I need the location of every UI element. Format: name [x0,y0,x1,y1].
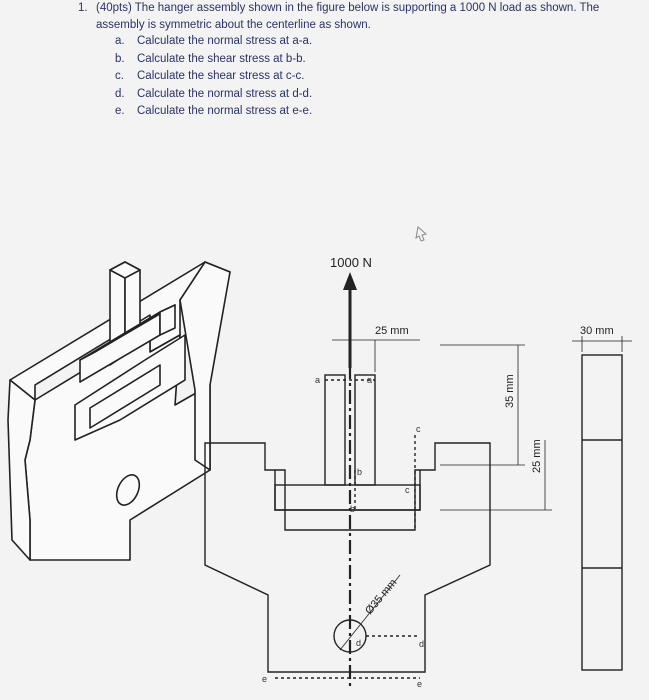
part-text: Calculate the shear stress at c-c. [137,70,305,82]
part-c: c. Calculate the shear stress at c-c. [115,68,312,86]
question-parts: a. Calculate the normal stress at a-a. b.… [115,33,312,121]
side-view-outline [581,354,623,671]
label-c-top: c [416,424,421,434]
cursor-icon [415,226,428,242]
part-a: a. Calculate the normal stress at a-a. [115,33,312,51]
part-label: d. [115,87,125,100]
t-stem [324,374,346,486]
load-label: 1000 N [330,255,372,270]
part-text: Calculate the shear stress at b-b. [137,52,306,65]
part-text: Calculate the normal stress at a-a. [137,35,313,47]
t-stem-top [109,261,141,279]
load-arrowhead [343,272,357,290]
dim-25-label: 25 mm [531,439,543,473]
label-b-bottom: b [350,504,355,514]
part-label: e. [115,105,125,117]
label-c-bottom: c [405,485,410,495]
t-crossbar [274,484,421,511]
hole-dim-leader [339,574,401,651]
part-label: c. [115,70,124,82]
plate-right-edge [179,261,231,471]
t-bar-side [159,304,176,336]
dim-top-label: 25 mm [375,325,409,337]
question-number: 1. [78,2,88,14]
label-e-left: e [262,674,267,684]
part-text: Calculate the normal stress at e-e. [137,105,313,117]
side-view [572,336,632,671]
hole-dim-label: Ø35 mm [363,577,399,617]
label-b-top: b [357,467,362,477]
isometric-view [7,261,231,561]
hanger-outline [204,442,491,673]
front-view [204,339,491,690]
label-a-right: a [367,375,372,385]
label-a-left: a [315,375,320,385]
side-dim-label: 30 mm [580,325,614,337]
label-d-left: d [356,638,361,648]
part-text: Calculate the normal stress at d-d. [137,87,313,100]
part-label: a. [115,35,125,47]
plate-left-edge [7,379,36,561]
slot-inner [89,364,161,429]
label-e-right: e [417,679,422,689]
label-d-right: d [419,639,424,649]
part-b: b. Calculate the shear stress at b-b. [115,51,312,69]
dim-35-label: 35 mm [504,374,516,408]
part-e: e. Calculate the normal stress at e-e. [115,103,312,121]
question-stem: (40pts) The hanger assembly shown in the… [96,2,600,31]
slot-outline [274,470,421,511]
plate-hole [115,474,141,506]
part-d: d. Calculate the normal stress at d-d. [115,86,312,104]
part-label: b. [115,52,125,65]
